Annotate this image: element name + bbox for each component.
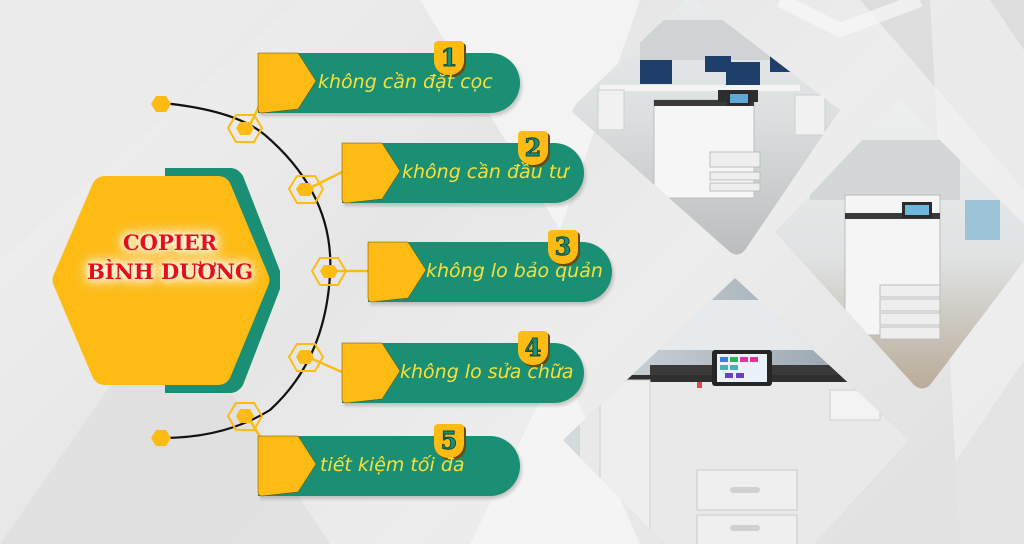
node-hexagon-3 [310,257,368,286]
benefit-item-5: 5 tiết kiệm tối đa [257,424,520,497]
node-hexagon-2 [287,170,343,204]
arc-end-node-bottom [151,430,171,446]
benefit-item-3: 3 không lo bảo quản [367,230,612,303]
benefit-tag-hexagon [341,342,401,404]
benefit-tag-hexagon [257,52,317,114]
hub-title-line1: COPIER [122,230,218,255]
benefit-item-2: 2 không cần đầu tư [341,131,584,204]
benefit-label: không lo sửa chữa [400,361,574,383]
benefit-tag-hexagon [257,435,317,497]
benefit-tag-hexagon [367,241,427,303]
benefit-item-4: 4 không lo sửa chữa [341,331,584,404]
benefit-label: không lo bảo quản [426,260,603,282]
benefit-label: tiết kiệm tối đa [320,454,465,476]
number-badge: 2 [518,131,548,165]
node-hexagon-4 [287,343,343,374]
number-badge: 3 [548,230,578,264]
hub-hexagon [52,168,280,393]
benefit-label: không cần đặt cọc [318,71,493,93]
number-badge: 1 [434,41,464,75]
hub-title: COPIER BÌNH DƯƠNG [70,228,270,286]
benefit-item-1: 1 không cần đặt cọc [257,41,520,114]
number-badge: 5 [434,424,464,458]
hub-title-line2: BÌNH DƯƠNG [87,259,253,284]
arc-end-node-top [151,96,171,112]
benefit-label: không cần đầu tư [402,161,569,183]
number-badge: 4 [518,331,548,365]
benefit-tag-hexagon [341,142,401,204]
